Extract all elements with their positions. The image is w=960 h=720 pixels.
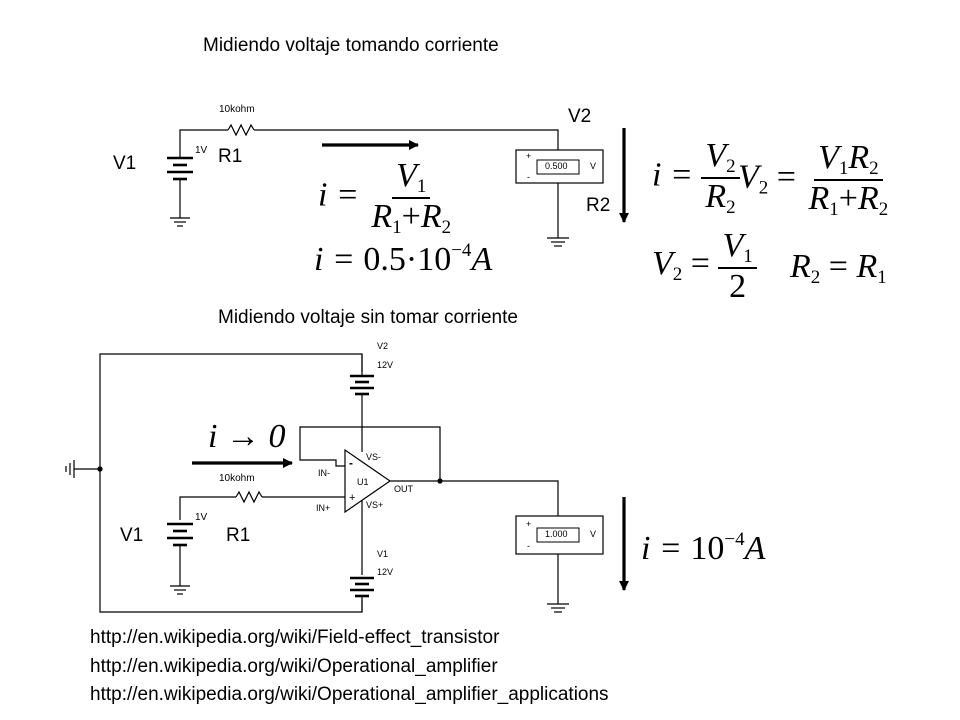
pin-vs-minus: VS-: [366, 452, 382, 462]
top-source-value: 1V: [195, 145, 208, 156]
equation-ohm-law: i = V2 R2: [652, 138, 740, 218]
top-ground-left: [170, 217, 190, 227]
top-battery-v1: [167, 150, 193, 218]
bottom-ground-right: [547, 603, 569, 613]
bottom-voltmeter-display: [536, 527, 580, 543]
bottom-v1-supply-value: 12V: [377, 567, 394, 577]
bottom-meter-reading: 1.000: [545, 529, 568, 539]
bottom-supply-v2: [350, 354, 374, 452]
top-v2-label: V2: [568, 106, 592, 127]
top-r2-label: R2: [586, 195, 611, 216]
bottom-opamp: [344, 448, 392, 514]
bottom-supply-v1: [350, 576, 374, 612]
pin-out: OUT: [394, 484, 413, 494]
bottom-left-ground: [65, 460, 75, 478]
equation-equal-resistors: R2 = R1: [790, 248, 887, 288]
bottom-v1-label: V1: [120, 525, 144, 546]
equation-current-zero: i → 0: [208, 418, 286, 455]
equation-voltage-divider: V2 = V1R2 R1+R2: [738, 139, 889, 220]
bottom-source-value: 1V: [195, 512, 208, 523]
opamp-name: U1: [357, 477, 369, 487]
equation-current-bottom: i = 10−4A: [641, 529, 766, 567]
link-operational-amplifier-applications[interactable]: http://en.wikipedia.org/wiki/Operational…: [90, 684, 609, 705]
bottom-v2-supply-value: 12V: [377, 360, 394, 370]
pin-in-plus: IN+: [316, 503, 331, 513]
top-voltmeter-display: [536, 159, 580, 175]
opamp-plus-sign: +: [349, 492, 356, 504]
bottom-feedback-wire: [299, 426, 441, 481]
top-ground-right: [547, 237, 569, 247]
bottom-v2-supply-name: V2: [377, 341, 389, 351]
top-meter-minus: -: [527, 172, 530, 182]
top-meter-unit: V: [590, 161, 597, 171]
bottom-circuit: [65, 353, 629, 613]
top-resistor-r1: [227, 123, 255, 137]
link-operational-amplifier[interactable]: http://en.wikipedia.org/wiki/Operational…: [90, 656, 498, 677]
bottom-r1-label: R1: [226, 525, 251, 546]
pin-vs-plus: VS+: [366, 500, 384, 510]
top-v1-label: V1: [113, 153, 137, 174]
top-resistor-value: 10kohm: [219, 104, 255, 115]
equation-current-divider: i = V1 R1+R2: [318, 157, 452, 238]
bottom-battery-v1: [167, 522, 193, 586]
top-circuit: [167, 123, 629, 247]
bottom-title: Midiendo voltaje sin tomar corriente: [218, 307, 518, 328]
equation-half-voltage: V2 = V1 2: [652, 228, 757, 305]
bottom-v1-supply-name: V1: [377, 549, 389, 559]
pin-in-minus: IN-: [318, 468, 330, 478]
top-meter-reading: 0.500: [545, 161, 568, 171]
equation-current-value: i = 0.5·10−4A: [314, 240, 493, 278]
bottom-meter-unit: V: [590, 529, 597, 539]
opamp-minus-sign: -: [349, 456, 353, 470]
bottom-ground-left: [170, 585, 190, 595]
bottom-meter-minus: -: [527, 541, 530, 551]
bottom-resistor-value: 10kohm: [219, 473, 255, 484]
top-wire-left: [179, 129, 228, 150]
bottom-output-wire: [390, 480, 559, 516]
top-wire-right: [254, 129, 559, 150]
bottom-meter-plus: +: [526, 519, 532, 529]
top-meter-plus: +: [526, 151, 532, 161]
top-title: Midiendo voltaje tomando corriente: [203, 35, 499, 56]
top-voltmeter-body: [515, 149, 604, 184]
bottom-voltmeter-body: [515, 515, 604, 555]
bottom-resistor-r1: [235, 490, 263, 504]
link-field-effect-transistor[interactable]: http://en.wikipedia.org/wiki/Field-effec…: [90, 627, 500, 648]
top-r1-label: R1: [218, 146, 243, 167]
